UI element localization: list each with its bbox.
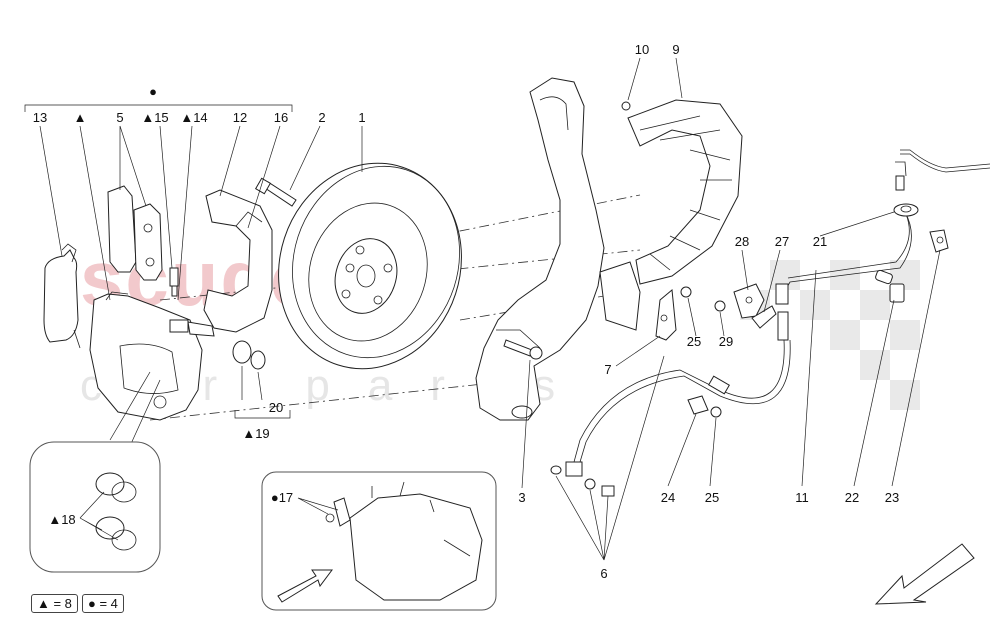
steering-knuckle — [475, 77, 605, 421]
label-22: 22 — [845, 490, 859, 505]
detail-inset — [261, 471, 497, 611]
bracket-27 — [751, 305, 777, 329]
seal-kit-inset — [29, 371, 161, 573]
bracket-bolt — [254, 177, 297, 207]
axis-line — [439, 194, 641, 236]
shield-screw — [621, 101, 631, 111]
label-3: 3 — [518, 490, 525, 505]
screw-25a — [680, 286, 692, 298]
label-triangle: ▲ — [74, 110, 87, 125]
label-27: 27 — [775, 234, 789, 249]
label-23: 23 — [885, 490, 899, 505]
brake-lines — [565, 149, 991, 477]
label-5: 5 — [116, 110, 123, 125]
bleed-screw — [169, 267, 179, 297]
group-bracket: ● — [24, 84, 293, 112]
knuckle-bolt — [503, 339, 543, 360]
label-16: 16 — [274, 110, 288, 125]
piston-kit — [232, 340, 291, 419]
grommet-21 — [893, 203, 919, 217]
label-15: ▲15 — [141, 110, 168, 125]
axis-line — [149, 379, 521, 421]
clip-23 — [929, 229, 949, 253]
label-25a: 25 — [687, 334, 701, 349]
bracket-7 — [655, 289, 677, 341]
label-18: ▲18 — [48, 512, 75, 527]
label-24: 24 — [661, 490, 675, 505]
label-29: 29 — [719, 334, 733, 349]
label-17: ●17 — [271, 490, 293, 505]
clip-24 — [687, 395, 709, 415]
banjo-parts-6 — [550, 465, 615, 497]
label-21: 21 — [813, 234, 827, 249]
watermark-checker — [740, 260, 920, 410]
legend-dot: ● = 4 — [82, 594, 124, 613]
wear-sensor-22 — [875, 269, 905, 303]
leader-lines — [39, 57, 941, 561]
bracket-28 — [733, 283, 765, 319]
label-20: 20 — [269, 400, 283, 415]
label-13: 13 — [33, 110, 47, 125]
legend-triangle: ▲ = 8 — [31, 594, 78, 613]
pad-spring-clip — [43, 243, 81, 349]
dust-shield — [599, 99, 743, 331]
brake-pads — [107, 185, 163, 281]
label-7: 7 — [604, 362, 611, 377]
label-2: 2 — [318, 110, 325, 125]
label-28: 28 — [735, 234, 749, 249]
label-1: 1 — [358, 110, 365, 125]
screw-29 — [714, 300, 726, 312]
group-marker: ● — [149, 84, 157, 99]
label-14: ▲14 — [180, 110, 207, 125]
brake-disc — [278, 162, 462, 370]
label-19: ▲19 — [242, 426, 269, 441]
label-25b: 25 — [705, 490, 719, 505]
label-12: 12 — [233, 110, 247, 125]
screw-25b — [710, 406, 722, 418]
part-labels: 13 ▲ 5 ▲15 ▲14 12 16 2 1 20 ▲19 3 10 9 7… — [33, 42, 899, 581]
label-9: 9 — [672, 42, 679, 57]
brake-caliper — [89, 291, 203, 421]
direction-arrow — [874, 543, 975, 605]
label-11: 11 — [795, 490, 809, 505]
label-10: 10 — [635, 42, 649, 57]
label-6: 6 — [600, 566, 607, 581]
caliper-bracket — [187, 189, 273, 337]
